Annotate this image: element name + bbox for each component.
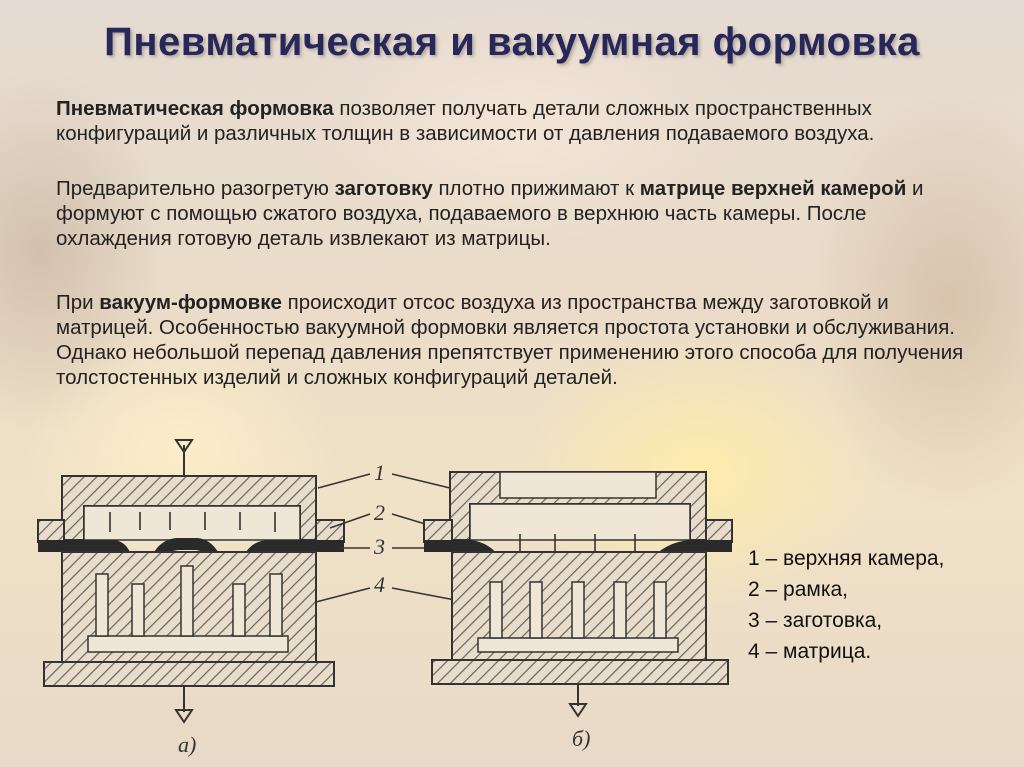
diagram-a-pneumatic: а)	[37, 439, 345, 757]
text: Предварительно разогретую	[56, 177, 335, 200]
callout-3: 3	[373, 534, 385, 559]
term-matrix-chamber: матрице верхней камерой	[639, 177, 907, 200]
legend-item-4: 4 – матрица.	[748, 640, 872, 663]
term-pneumatic: Пневматическая формовка	[56, 97, 334, 120]
term-blank: заготовку	[334, 177, 433, 200]
legend-item-3: 3 – заготовка,	[748, 609, 883, 632]
callout-numbers: 1 2 3 4	[373, 460, 385, 597]
leader-lines	[315, 473, 456, 603]
slide-title: Пневматическая и вакуумная формовка	[104, 20, 920, 64]
term-vacuum: вакуум-формовке	[99, 291, 282, 314]
callout-1: 1	[374, 460, 385, 485]
legend-item-2: 2 – рамка,	[748, 578, 848, 601]
diagram-b-vacuum: б)	[423, 471, 733, 751]
text: позволяет получать детали сложных простр…	[56, 97, 875, 145]
text: плотно прижимают к	[432, 177, 640, 200]
paragraph-process: Предварительно разогретую заготовку плот…	[56, 176, 976, 251]
paragraph-pneumatic: Пневматическая формовка позволяет получа…	[56, 96, 976, 146]
text: и формуют с помощью сжатого воздуха, под…	[56, 177, 924, 250]
legend: 1 – верхняя камера, 2 – рамка, 3 – загот…	[748, 543, 944, 667]
label-a: а)	[178, 732, 196, 757]
text: происходит отсос воздуха из пространства…	[56, 291, 964, 389]
callout-4: 4	[374, 572, 385, 597]
text: При	[56, 291, 100, 314]
label-b: б)	[572, 726, 590, 751]
callout-2: 2	[374, 500, 385, 525]
paragraph-vacuum: При вакуум-формовке происходит отсос воз…	[56, 290, 976, 390]
legend-item-1: 1 – верхняя камера,	[748, 547, 945, 570]
